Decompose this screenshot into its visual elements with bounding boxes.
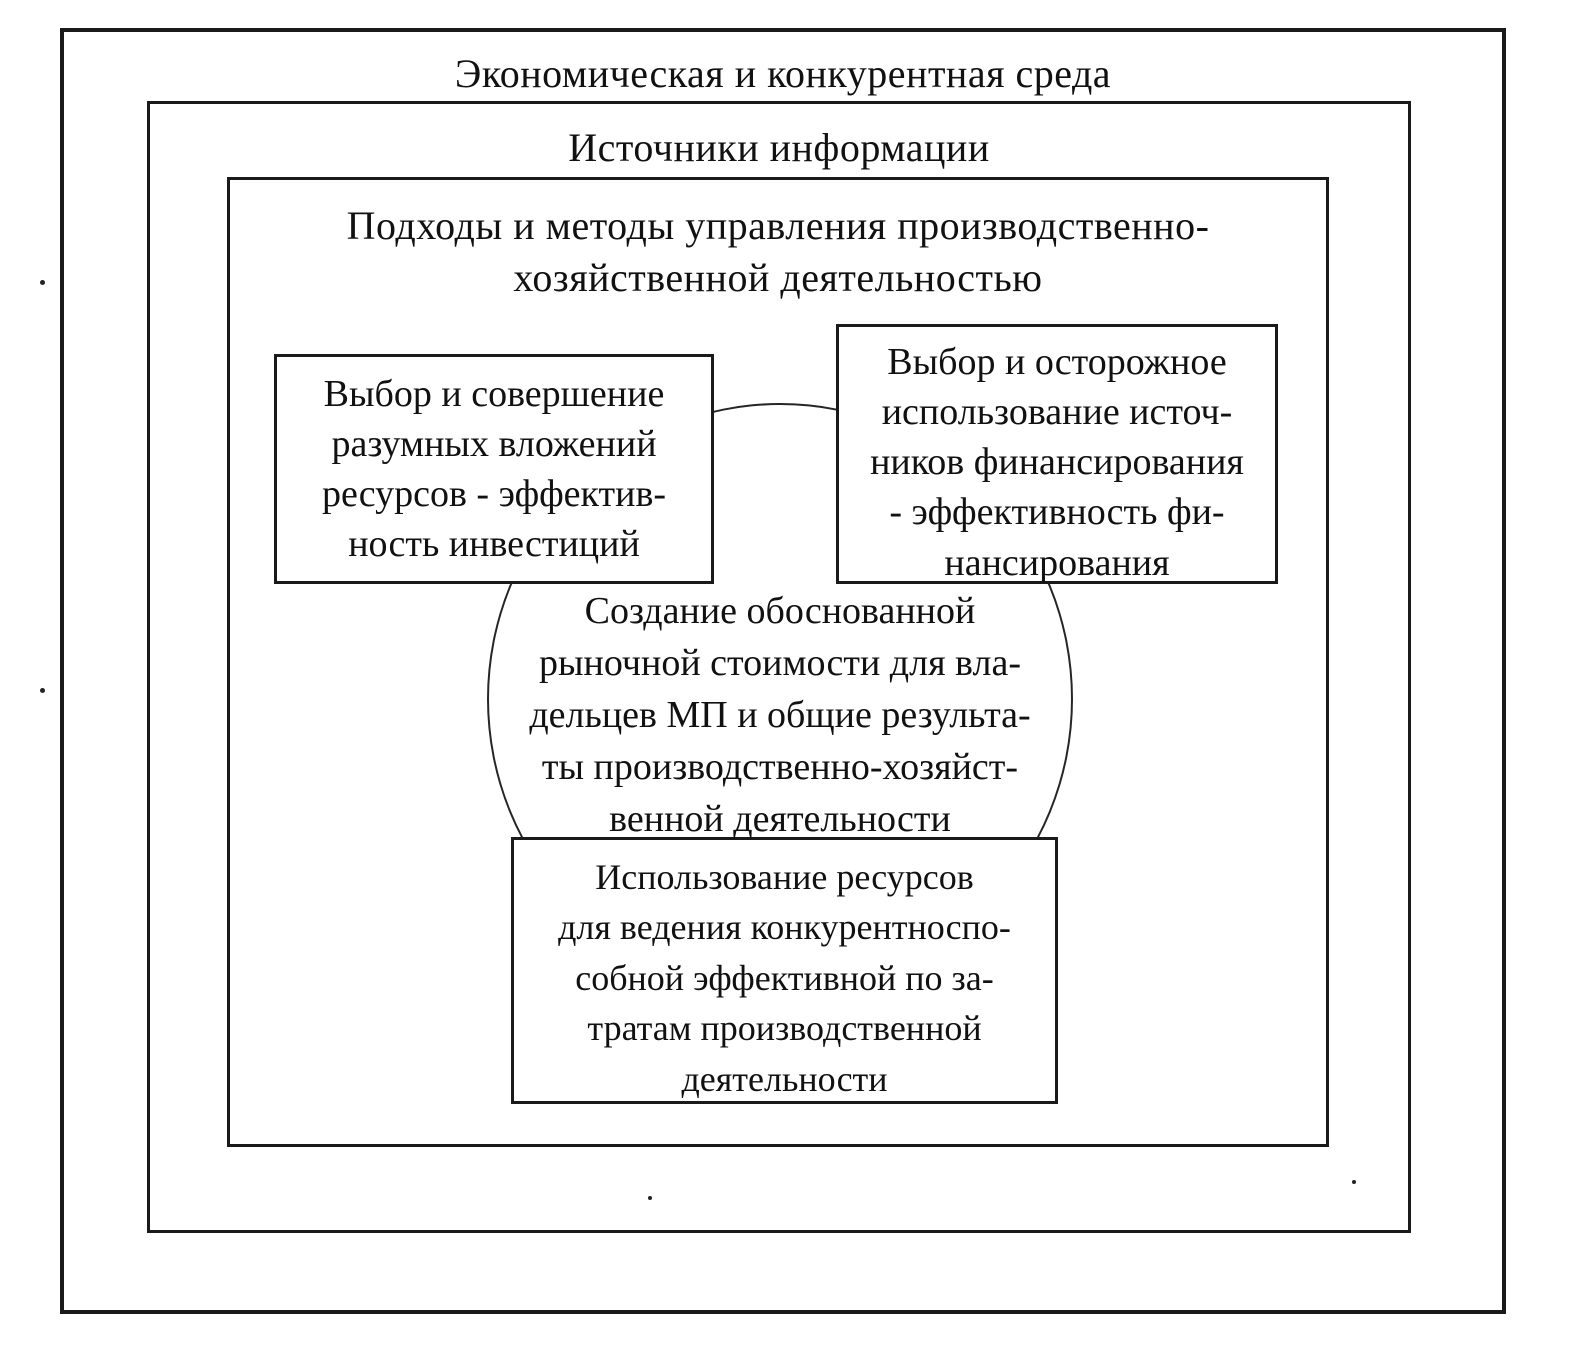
methods-frame [227, 177, 1329, 1147]
methods-title: Подходы и методы управления производстве… [346, 203, 1210, 300]
environment-title: Экономическая и конкурентная среда [454, 51, 1112, 96]
market-value-ellipse-text: Создание обоснованной рыночной стоимости… [529, 590, 1031, 841]
financing-box: Выбор и осторожное использование источ- … [836, 324, 1278, 584]
scan-artifact-dot [40, 688, 45, 693]
scan-artifact-dot [40, 280, 45, 285]
scan-artifact-dot [1352, 1180, 1356, 1184]
environment-frame [60, 28, 1506, 1314]
resources-box: Использование ресурсов для ведения конку… [511, 837, 1058, 1104]
investments-box: Выбор и совершение разумных вложений рес… [274, 354, 714, 584]
scan-artifact-dot [648, 1196, 652, 1200]
sources-title: Источники информации [568, 125, 990, 170]
sources-frame [147, 101, 1411, 1233]
